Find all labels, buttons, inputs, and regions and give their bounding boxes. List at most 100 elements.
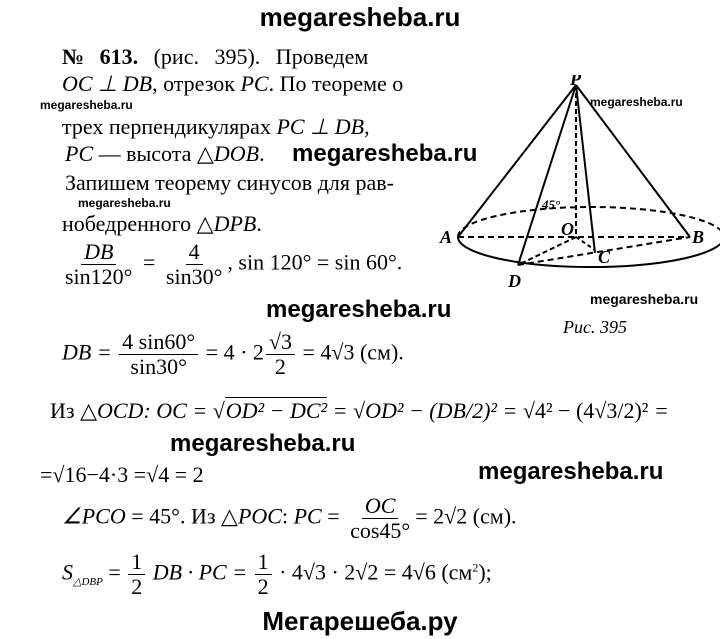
equation-3: Из △OCD: OC = OD² − DC² = OD² − (DB/2)² … <box>50 397 669 423</box>
denominator: cos45° <box>350 518 411 544</box>
problem-line-5: Запишем теорему синусов для рав- <box>65 170 394 195</box>
base-back-arc <box>457 206 720 238</box>
text: : <box>281 503 294 529</box>
text: . По теореме о <box>268 71 404 96</box>
text: (рис. 395). Проведем <box>153 44 369 69</box>
text: DPB <box>213 211 257 236</box>
text: POC <box>237 503 282 529</box>
text: OC <box>156 398 187 423</box>
text: DB = <box>62 339 112 365</box>
radicand: 4² − (4√3/2)² <box>534 398 649 423</box>
footer-site: Мегарешеба.ру <box>262 606 458 636</box>
denominator: sin120° <box>65 264 133 290</box>
text: : <box>143 398 157 423</box>
edge-PA <box>457 84 577 238</box>
text: ∠PCO <box>62 503 126 529</box>
text: трех перпендикулярах <box>62 114 277 139</box>
text: = <box>497 398 523 423</box>
sqrt: OD² − (DB/2)² <box>353 398 497 423</box>
watermark: megaresheba.ru <box>170 430 356 457</box>
label-B: B <box>691 227 704 247</box>
text: = <box>186 398 213 423</box>
text: PC <box>293 503 322 529</box>
text: · 4√3 · 2√2 = 4√6 (см <box>273 559 473 585</box>
watermark: megaresheba.ru <box>78 196 171 210</box>
segment-OD <box>517 236 577 266</box>
label-angle: 45° <box>541 197 561 212</box>
text: DB · PC = <box>147 559 253 585</box>
text: = <box>648 398 669 423</box>
text: PC <box>65 141 94 166</box>
text: = <box>327 398 354 423</box>
text: S <box>62 559 73 585</box>
problem-line-2: OC ⊥ DB, отрезок PC. По теореме о <box>62 73 403 95</box>
text: = <box>102 559 127 585</box>
segment-OC <box>575 236 596 251</box>
numerator: 4 sin60° <box>119 329 199 356</box>
text: = 4 · 2 <box>205 339 264 365</box>
header-site: megaresheba.ru <box>259 2 461 32</box>
denominator: 2 <box>274 354 286 380</box>
numerator: DB <box>81 239 117 266</box>
watermark: megaresheba.ru <box>266 296 452 323</box>
problem-line-6: нобедренного △DPB. <box>62 213 262 235</box>
text: DOB <box>213 141 260 166</box>
fraction: 4 sin60°sin30° <box>119 329 199 380</box>
text: ); <box>478 559 492 585</box>
watermark: megaresheba.ru <box>590 95 683 109</box>
edge-PB <box>575 84 691 238</box>
denominator: sin30° <box>130 354 187 380</box>
text: = 45°. Из △ <box>125 503 238 529</box>
watermark: megaresheba.ru <box>478 458 664 485</box>
numerator: 1 <box>254 549 272 576</box>
problem-line-3: трех перпендикулярах PC ⊥ DB, <box>62 116 370 138</box>
text: PC ⊥ DB <box>276 114 365 139</box>
denominator: 2 <box>131 574 143 600</box>
chord-DB <box>517 236 691 266</box>
numerator: 4 <box>185 239 203 266</box>
edge-PC <box>575 84 596 254</box>
numerator: OC <box>361 493 399 520</box>
watermark: megaresheba.ru <box>292 140 478 167</box>
numerator: 1 <box>128 549 146 576</box>
radicand: OD² − (DB/2)² <box>365 398 497 423</box>
figure-caption: Рис. 395 <box>563 317 627 337</box>
label-A: A <box>439 227 452 247</box>
text: — высота △ <box>93 141 214 166</box>
problem-line-1: № 613. (рис. 395). Проведем <box>62 46 368 68</box>
text: нобедренного △ <box>62 211 214 236</box>
base-front-arc <box>457 236 720 268</box>
watermark: megaresheba.ru <box>40 98 133 112</box>
equation-4: =√16−4·3 =√4 = 2 <box>40 462 204 487</box>
text: = 2√2 (см). <box>415 503 517 529</box>
text: , sin 120° = sin 60°. <box>227 249 403 275</box>
text: Из △ <box>50 398 97 423</box>
text: , <box>364 114 370 139</box>
text: , отрезок <box>152 71 241 96</box>
text: PC <box>240 71 269 96</box>
denominator: sin30° <box>165 264 223 290</box>
label-D: D <box>507 271 521 291</box>
text: = 4√3 (см). <box>302 339 404 365</box>
edge-PD <box>517 84 577 266</box>
label-P: P <box>569 75 582 89</box>
text: . <box>256 211 262 236</box>
text: OCD <box>97 398 144 423</box>
sqrt: OD² − DC² <box>213 397 328 423</box>
problem-line-4: PC — высота △DOB. <box>65 143 265 165</box>
problem-number: № 613. <box>62 44 139 69</box>
subscript: △DBP <box>73 576 103 589</box>
text: OC ⊥ DB <box>62 71 153 96</box>
denominator: 2 <box>257 574 269 600</box>
radicand: OD² − DC² <box>224 397 328 423</box>
